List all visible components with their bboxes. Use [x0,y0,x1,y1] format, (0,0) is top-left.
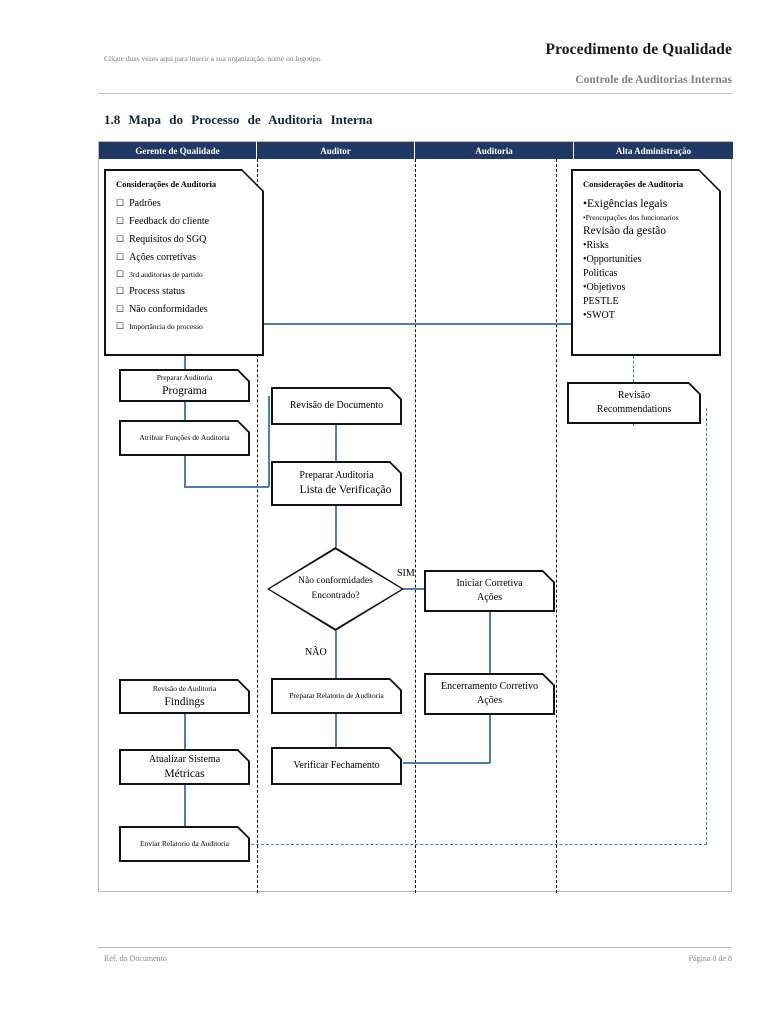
connector-atualizar-to-enviar [184,784,186,827]
connector-revisao-doc-to-lista [335,425,337,461]
callout-right-item-7: •Objetivos [583,282,626,293]
connector-right-callout-to-revisao [633,356,634,382]
lane-divider-3 [556,159,557,893]
callout-right-item-1: •Exigências legais [583,198,668,210]
checkbox-icon: ☐ [116,234,125,244]
connector-findings-to-atualizar [184,713,186,750]
connector-up-to-revisao-documento [268,396,270,487]
callout-right-item-6: Politicas [583,268,618,279]
connector-decision-nao-to-relatorio [335,631,337,690]
node-atualizar-sistema-metricas[interactable]: Atualizar Sistema Métricas [119,749,250,785]
checkbox-icon: ☐ [116,286,125,296]
node-revisao-de-documento[interactable]: Revisão de Documento [271,387,402,425]
node-preparar-relatorio-de-auditoria[interactable]: Preparar Relatorio de Auditoria [271,678,402,714]
node-revisao-recommendations[interactable]: Revisão Recommendations [567,382,701,424]
checkbox-icon: ☐ [116,304,125,314]
callout-left-title: Considerações de Auditoria [116,179,217,189]
node-iniciar-corretiva-acoes[interactable]: Iniciar Corretiva Ações [424,570,555,612]
lane-divider-2 [415,159,416,893]
page-header: Clique duas vezes aqui para inserir a su… [0,0,768,96]
header-divider [98,93,732,94]
checkbox-icon: ☐ [116,252,125,262]
callout-right-item-2: •Preocupações dos funcionarios [583,213,679,222]
callout-left-item-3: ☐ Requisitos do SGQ [116,234,207,245]
checkbox-icon: ☐ [116,216,125,226]
connector-atribuir-down [184,455,186,487]
branch-label-nao: NÃO [305,647,327,658]
callout-right-title: Considerações de Auditoria [583,179,684,189]
connector-iniciar-to-encerramento [489,612,491,688]
connector-atribuir-right [184,486,269,488]
node-enviar-relatorio-da-auditoria[interactable]: Enviar Relatorio da Auditoria [119,826,250,862]
callout-right-item-3: Revisão da gestão [583,225,667,237]
lane-header-auditoria: Auditoria [415,142,574,159]
lane-divider-1 [257,159,258,893]
callout-left-item-7: ☐ Não conformidades [116,304,208,315]
connector-lista-to-decision [335,506,337,547]
footer-page-number: Página 8 de 8 [688,954,732,963]
node-verificar-fechamento[interactable]: Verificar Fechamento [271,747,402,785]
connector-verificar-to-encerramento-loop [403,762,490,764]
checkbox-icon: ☐ [116,269,125,279]
connector-encerramento-down [489,715,491,763]
lane-header-auditor: Auditor [257,142,415,159]
callout-left-item-5: ☐ 3rd auditorias de partido [116,269,203,280]
callout-left-item-6: ☐ Process status [116,286,185,297]
lane-header-gerente-de-qualidade: Gerente de Qualidade [99,142,257,159]
connector-programa-to-atribuir [184,401,186,420]
node-atribuir-funcoes-de-auditoria[interactable]: Atribuir Funções de Auditoria [119,420,250,456]
connector-relatorio-to-verificar [335,714,337,747]
connector-callouts-link [247,323,721,325]
node-preparar-auditoria-lista-de-verificacao[interactable]: Preparar Auditoria Lista de Verificação [271,461,402,506]
callout-consideracoes-auditoria-right: Considerações de Auditoria •Exigências l… [571,169,721,356]
node-encerramento-corretivo-acoes[interactable]: Encerramento Corretivo Ações [424,673,555,715]
section-heading: 1.8 Mapa do Processo de Auditoria Intern… [104,112,373,127]
footer-document-reference: Ref. do Documento [104,954,167,963]
callout-consideracoes-auditoria-left: Considerações de Auditoria ☐ Padrões ☐ F… [104,169,264,356]
callout-left-item-2: ☐ Feedback do cliente [116,216,210,227]
node-revisao-de-auditoria-findings[interactable]: Revisão de Auditoria Findings [119,679,250,714]
connector-left-callout-to-programa [184,356,186,369]
callout-right-item-8: PESTLE [583,296,619,307]
swimlane-diagram: Gerente de Qualidade Auditor Auditoria A… [98,141,733,893]
branch-label-sim: SIM [397,568,415,579]
organization-placeholder-text: Clique duas vezes aqui para inserir a su… [104,54,323,63]
connector-feedback-vertical [706,408,707,845]
footer-divider [98,947,732,948]
node-decision-nao-conformidades-encontrado[interactable]: Não conformidades Encontrado? [267,547,404,631]
callout-left-item-1: ☐ Padrões [116,198,161,209]
callout-right-item-4: •Risks [583,240,609,251]
lane-header-alta-administracao: Alta Administração [615,145,692,156]
callout-right-item-5: •Opportunities [583,254,642,265]
callout-left-item-4: ☐ Ações corretivas [116,252,196,263]
checkbox-icon: ☐ [116,198,125,208]
document-title: Procedimento de Qualidade [545,41,732,58]
checkbox-icon: ☐ [116,321,125,331]
connector-feedback-horizontal [251,844,707,845]
callout-right-item-9: •SWOT [583,310,615,321]
callout-left-item-8: ☐ Importância do processo [116,321,203,332]
document-subtitle: Controle de Auditorias Internas [575,74,732,86]
node-preparar-auditoria-programa[interactable]: Preparar Auditoria Programa [119,369,250,402]
swimlane-header-row: Gerente de Qualidade Auditor Auditoria A… [99,142,733,159]
